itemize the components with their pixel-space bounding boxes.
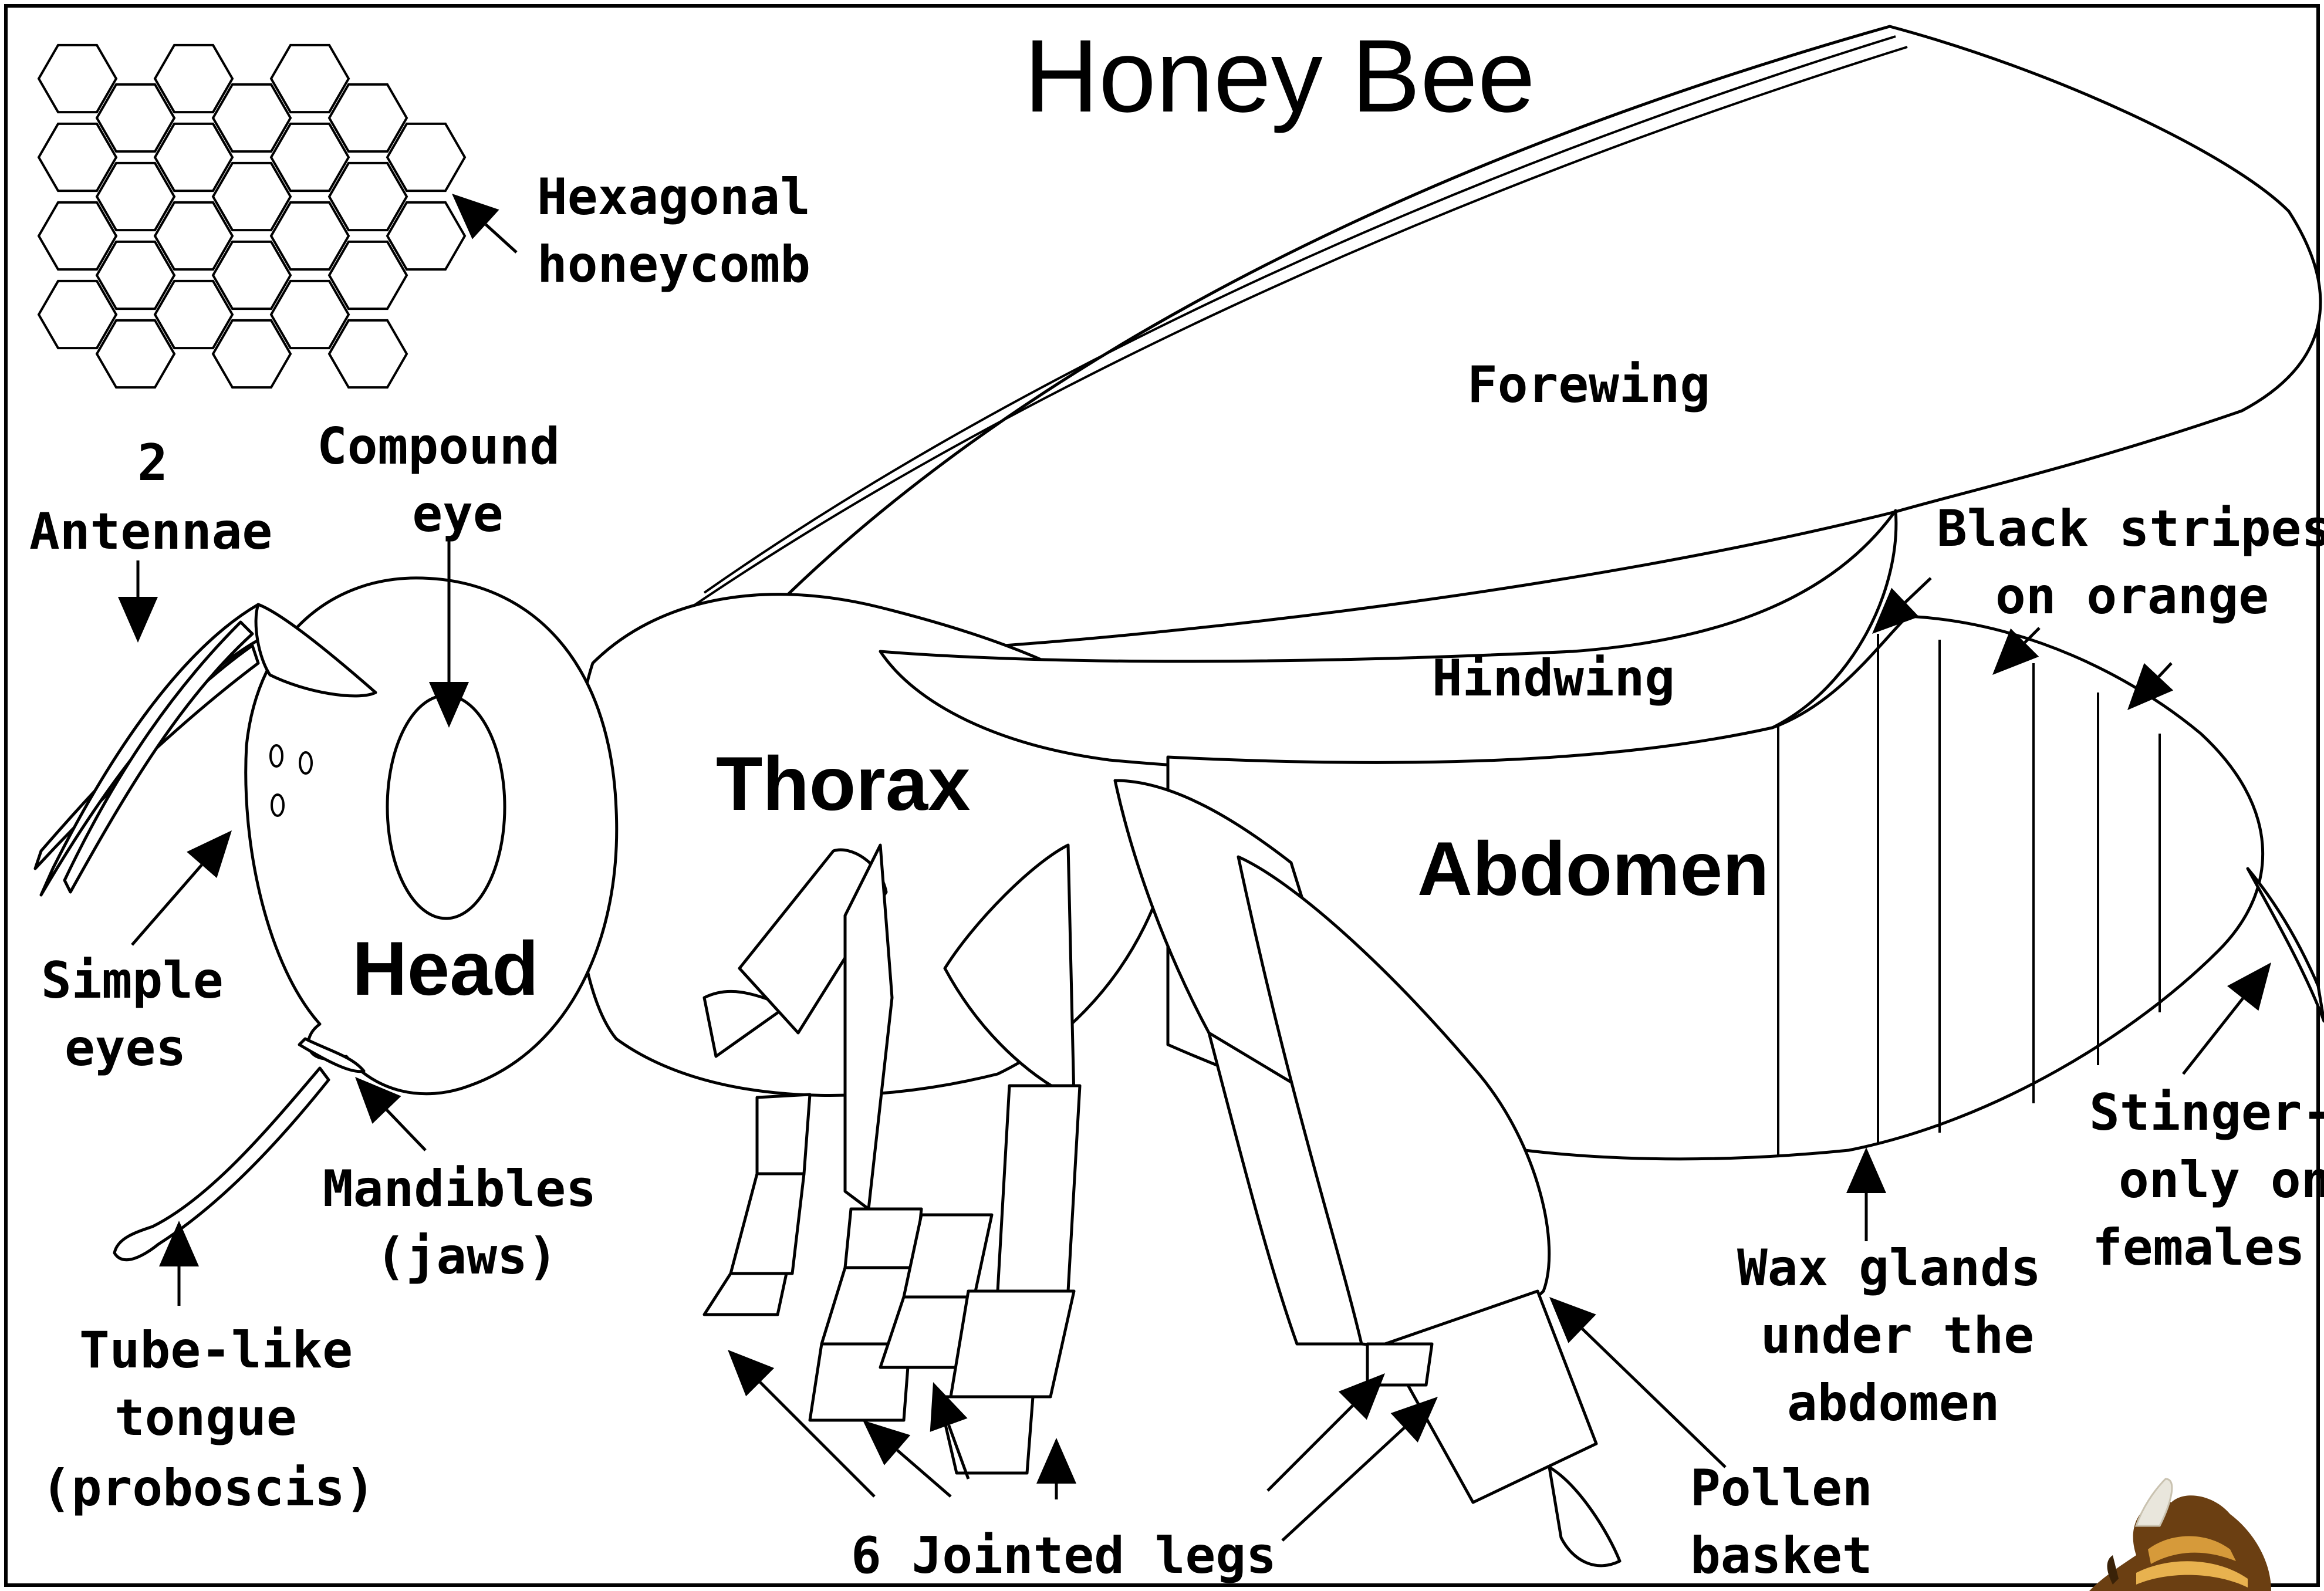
label-abdomen: Abdomen [1417,826,1769,911]
label-jaws: (jaws) [376,1227,558,1286]
label-antennae-count: 2 [137,434,168,492]
label-honeycomb: honeycomb [537,235,810,294]
label-stinger: Stinger- [2089,1083,2324,1142]
label-compound: Compound [317,417,560,476]
label-antennae: Antennae [29,502,272,561]
compound-eye [387,695,505,918]
label-proboscis: (proboscis) [41,1459,376,1518]
label-eye: eye [412,485,503,543]
label-only-on: only on [2119,1151,2324,1210]
label-hindwing: Hindwing [1432,649,1675,708]
label-tongue: tongue [114,1389,297,1447]
label-jointed-legs: 6 Jointed legs [851,1526,1276,1585]
label-on-orange: on orange [1995,567,2269,626]
label-pollen: Pollen [1690,1459,1873,1518]
label-basket: basket [1690,1526,1873,1585]
label-wax-glands: Wax glands [1737,1239,2041,1298]
label-mandibles: Mandibles [323,1160,596,1218]
label-females: females [2092,1218,2305,1277]
label-black-stripes: Black stripes [1937,499,2324,558]
label-simple: Simple [41,951,224,1010]
label-forewing: Forewing [1467,356,1710,414]
label-head: Head [352,925,539,1011]
label-eyes: eyes [65,1019,186,1077]
label-abdomen-wax: abdomen [1787,1374,1999,1433]
label-hexagonal: Hexagonal [537,168,810,227]
label-under-the: under the [1761,1306,2034,1365]
label-tube-like: Tube-like [79,1321,353,1380]
diagram-title: Honey Bee [1024,19,1535,134]
label-thorax: Thorax [716,741,970,826]
